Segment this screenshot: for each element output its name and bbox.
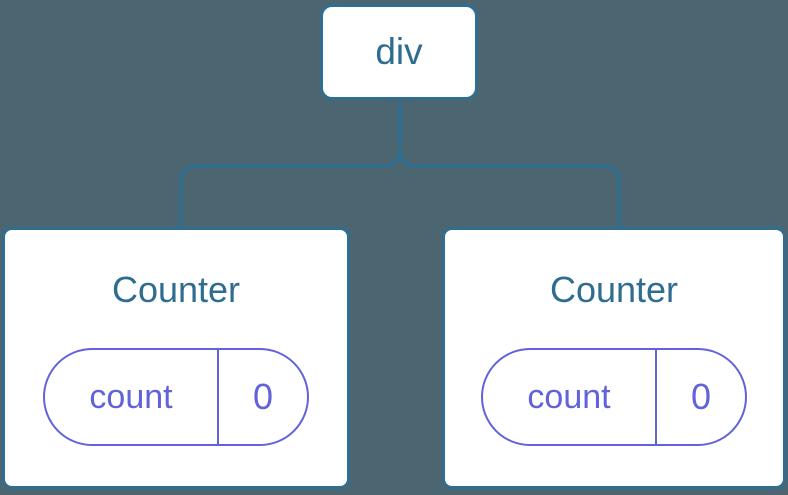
state-pill: count 0 <box>43 348 309 446</box>
component-name: Counter <box>549 269 679 310</box>
state-key: count <box>89 377 173 416</box>
counter-component-card: Counter count 0 <box>2 227 350 489</box>
state-pill: count 0 <box>481 348 747 446</box>
state-key: count <box>527 377 611 416</box>
counter-component-card: Counter count 0 <box>442 227 786 489</box>
state-value: 0 <box>655 350 745 444</box>
component-name: Counter <box>111 269 241 310</box>
connector-left-branch <box>179 101 402 227</box>
tree-node-div: div <box>320 4 478 100</box>
state-value: 0 <box>217 350 307 444</box>
connector-right-branch <box>398 101 621 227</box>
root-node-label: div <box>375 31 423 72</box>
